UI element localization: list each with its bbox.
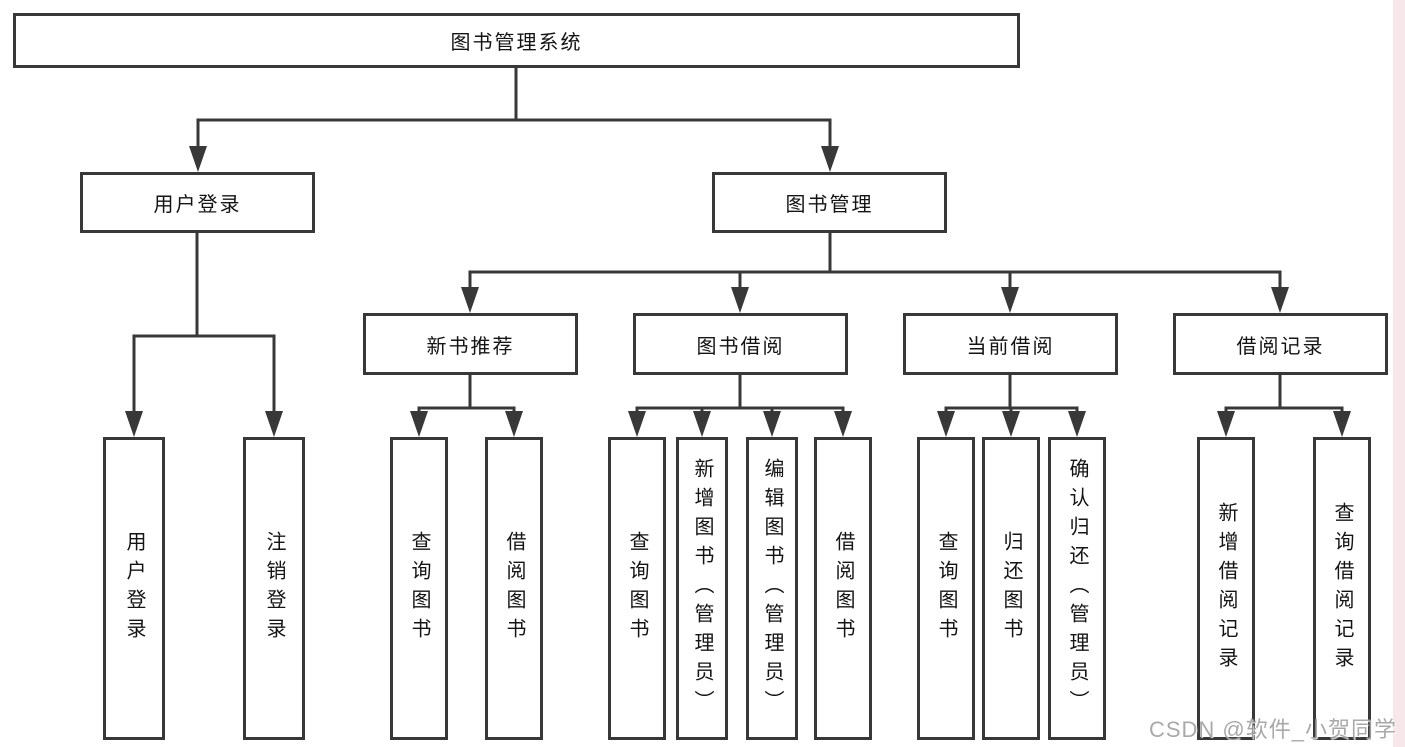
- node-user-login-branch: 用户登录: [80, 172, 315, 233]
- connector-book-to-level3: [461, 231, 1289, 313]
- node-root-system: 图书管理系统: [13, 13, 1020, 68]
- leaf-user-login: 用户登录: [103, 437, 165, 740]
- right-edge-pink-strip: [1393, 0, 1405, 747]
- connector-current-branch: [937, 373, 1086, 437]
- connector-user-branch: [125, 231, 283, 437]
- node-borrow-records: 借阅记录: [1173, 313, 1388, 375]
- connector-borrow-branch: [628, 373, 852, 437]
- leaf-confirm-return-admin: 确认归还（管理员）: [1048, 437, 1106, 740]
- connector-records-branch: [1217, 373, 1351, 437]
- leaf-query-books-recommend: 查询图书: [390, 437, 448, 740]
- connector-recommend-branch: [410, 373, 523, 437]
- leaf-query-books-current: 查询图书: [917, 437, 975, 740]
- connector-root-to-level2: [189, 66, 839, 172]
- leaf-edit-book-admin: 编辑图书（管理员）: [746, 437, 798, 740]
- node-book-borrow: 图书借阅: [633, 313, 848, 375]
- leaf-return-book: 归还图书: [982, 437, 1040, 740]
- leaf-query-borrow-record: 查询借阅记录: [1313, 437, 1371, 740]
- leaf-logout: 注销登录: [243, 437, 305, 740]
- node-current-borrow: 当前借阅: [903, 313, 1118, 375]
- leaf-borrow-books-borrow: 借阅图书: [814, 437, 872, 740]
- node-new-book-recommend: 新书推荐: [363, 313, 578, 375]
- node-book-management-branch: 图书管理: [712, 172, 947, 233]
- leaf-add-borrow-record: 新增借阅记录: [1197, 437, 1255, 740]
- leaf-add-book-admin: 新增图书（管理员）: [676, 437, 728, 740]
- leaf-borrow-books-recommend: 借阅图书: [485, 437, 543, 740]
- leaf-query-books-borrow: 查询图书: [608, 437, 666, 740]
- csdn-watermark: CSDN @软件_小贺同学: [1148, 717, 1397, 742]
